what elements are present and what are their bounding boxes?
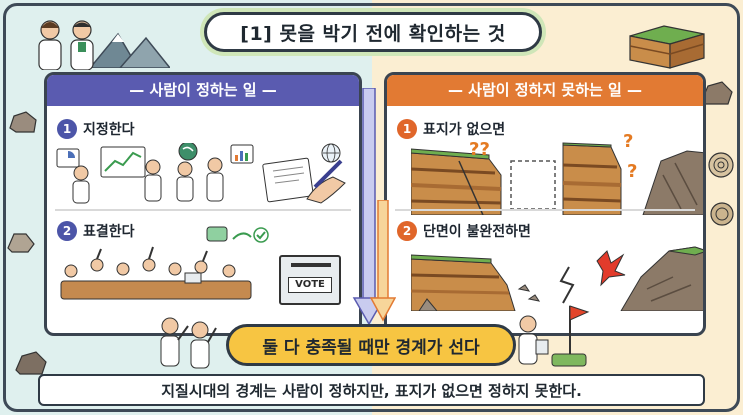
- right-item-2: 2 단면이 불완전하면: [397, 221, 531, 241]
- title-banner: [1] 못을 박기 전에 확인하는 것: [204, 12, 542, 52]
- page-title: [1] 못을 박기 전에 확인하는 것: [240, 22, 506, 45]
- rock-icon: [9, 111, 37, 133]
- item-label-designate: 지정한다: [83, 122, 135, 138]
- item-label-vote: 표결한다: [83, 224, 135, 240]
- item-label-incomplete-section: 단면이 불완전하면: [423, 224, 531, 240]
- scientists-celebrating-illustration: [160, 317, 217, 369]
- item-number-badge: 1: [397, 119, 417, 139]
- item-label-no-marker: 표지가 없으면: [423, 122, 506, 138]
- scientist-with-flag-illustration: [518, 305, 590, 367]
- scientists-designating-illustration: [56, 143, 346, 204]
- question-marks: ??: [469, 139, 490, 160]
- strata-block-illustration: [629, 25, 705, 69]
- left-item-2: 2 표결한다: [57, 221, 135, 241]
- ballot-box-label: VOTE: [288, 277, 332, 293]
- mountain-illustration: [90, 32, 170, 68]
- right-panel-heading: — 사람이 정하지 못하는 일 —: [447, 80, 643, 99]
- scientists-illustration: [38, 20, 94, 70]
- section-divider: [55, 209, 351, 211]
- ammonite-fossil-icon: [710, 202, 734, 226]
- right-panel-header: — 사람이 정하지 못하는 일 —: [387, 75, 703, 106]
- right-item-1: 1 표지가 없으면: [397, 119, 505, 139]
- voting-illustration: [60, 226, 269, 300]
- left-item-1: 1 지정한다: [57, 119, 135, 139]
- ammonite-fossil-icon: [708, 152, 734, 178]
- left-panel: — 사람이 정하는 일 — 1 지정한다: [44, 72, 362, 336]
- item-number-badge: 2: [397, 221, 417, 241]
- question-mark-icon: ?: [627, 161, 638, 182]
- conclusion-banner: 둘 다 충족될 때만 경계가 선다: [226, 324, 516, 366]
- caption-bar: 지질시대의 경계는 사람이 정하지만, 표지가 없으면 정하지 못한다.: [38, 374, 705, 406]
- left-panel-header: — 사람이 정하는 일 —: [47, 75, 359, 106]
- caption-text: 지질시대의 경계는 사람이 정하지만, 표지가 없으면 정하지 못한다.: [161, 381, 582, 400]
- outer-border: [3, 3, 740, 412]
- section-divider: [395, 209, 695, 211]
- rock-icon: [7, 233, 35, 253]
- incomplete-section-illustration: [411, 246, 703, 311]
- ballot-box: VOTE: [279, 255, 341, 305]
- rock-icon: [15, 351, 47, 375]
- left-panel-heading: — 사람이 정하는 일 —: [129, 80, 277, 99]
- item-number-badge: 2: [57, 221, 77, 241]
- right-panel: — 사람이 정하지 못하는 일 — 1 표지가 없으면 ?? ? ?: [384, 72, 706, 336]
- rock-icon: [701, 81, 733, 105]
- missing-marker-illustration: [411, 142, 703, 215]
- question-mark-icon: ?: [623, 131, 634, 152]
- item-number-badge: 1: [57, 119, 77, 139]
- conclusion-text: 둘 다 충족될 때만 경계가 선다: [262, 337, 480, 358]
- arrow-down-icon: [370, 200, 396, 322]
